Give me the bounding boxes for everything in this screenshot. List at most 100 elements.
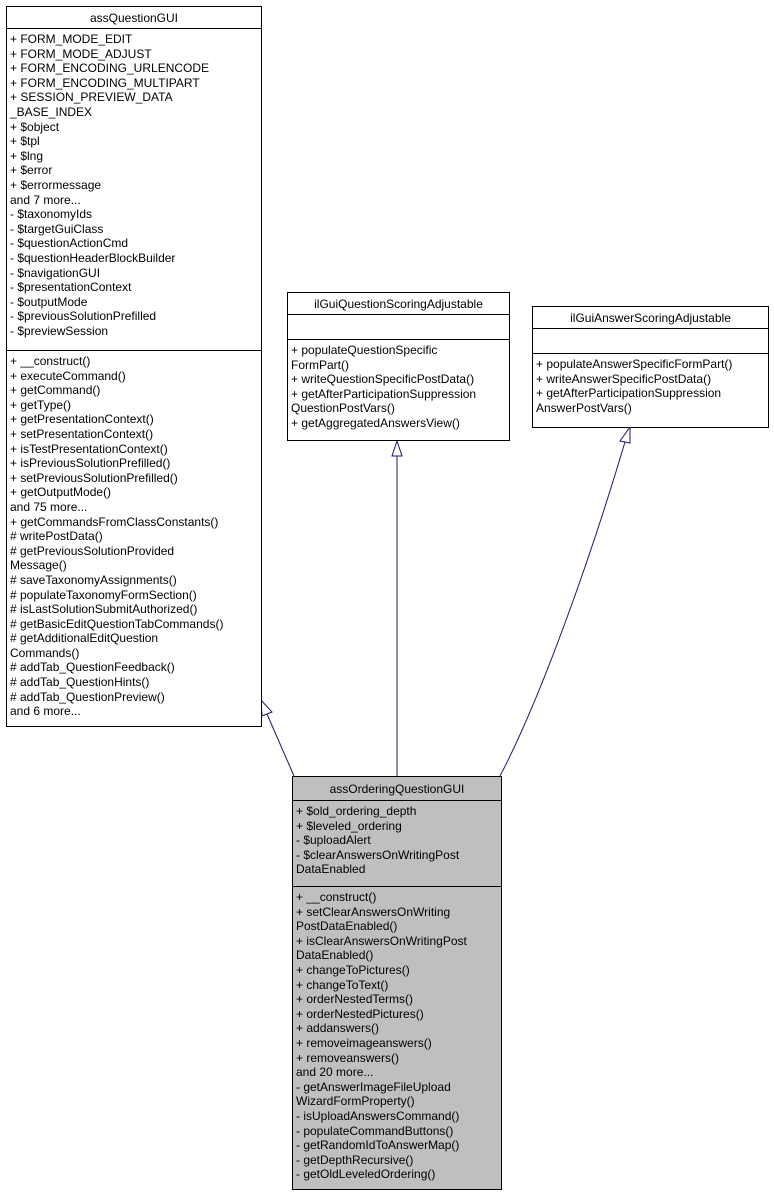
member[interactable]: + SESSION_PREVIEW_DATA [10, 90, 173, 105]
member[interactable]: + getAfterParticipationSuppression [536, 386, 722, 401]
member[interactable]: + $old_ordering_depth [296, 804, 417, 818]
member[interactable]: + setClearAnswersOnWriting [296, 904, 451, 919]
member[interactable]: FormPart() [291, 357, 349, 372]
methods: + __construct()+ setClearAnswersOnWritin… [293, 886, 501, 1182]
class-name: assQuestionGUI [7, 7, 261, 29]
methods: + __construct()+ executeCommand()+ getCo… [7, 350, 261, 719]
member[interactable]: + getCommand() [10, 383, 101, 398]
member[interactable]: # getAdditionalEditQuestion [10, 631, 159, 646]
member[interactable]: + $error [10, 163, 53, 178]
member[interactable]: and 20 more... [296, 1065, 374, 1080]
member[interactable]: + removeanswers() [296, 1050, 400, 1065]
member[interactable]: # addTab_QuestionPreview() [10, 689, 165, 704]
member[interactable]: and 6 more... [10, 704, 81, 719]
member[interactable]: - getDepthRecursive() [296, 1152, 414, 1167]
attributes: + $old_ordering_depth+ $leveled_ordering… [293, 801, 501, 886]
class-assQuestionGUI[interactable]: assQuestionGUI + FORM_MODE_EDIT+ FORM_MO… [6, 6, 262, 727]
member[interactable]: - $previewSession [10, 323, 109, 338]
member[interactable]: + getAfterParticipationSuppression [291, 386, 477, 401]
member[interactable]: + $leveled_ordering [296, 818, 402, 833]
member[interactable]: + FORM_ENCODING_MULTIPART [10, 75, 200, 90]
member[interactable]: Commands() [10, 645, 80, 660]
member[interactable]: + isClearAnswersOnWritingPost [296, 933, 467, 948]
member[interactable]: - $questionHeaderBlockBuilder [10, 250, 176, 265]
member[interactable]: - getOldLeveledOrdering() [296, 1167, 436, 1182]
member[interactable]: + FORM_MODE_EDIT [10, 32, 133, 46]
member[interactable]: # populateTaxonomyFormSection() [10, 587, 197, 602]
member[interactable]: - populateCommandButtons() [296, 1123, 454, 1138]
member[interactable]: AnswerPostVars() [536, 400, 632, 415]
member[interactable]: - $taxonomyIds [10, 207, 93, 222]
member[interactable]: + FORM_ENCODING_URLENCODE [10, 61, 210, 76]
class-name: ilGuiAnswerScoringAdjustable [533, 307, 768, 329]
member[interactable]: - getAnswerImageFileUpload [296, 1079, 451, 1094]
member[interactable]: - $navigationGUI [10, 265, 101, 280]
member[interactable]: and 7 more... [10, 192, 81, 207]
methods: + populateAnswerSpecificFormPart()+ writ… [533, 353, 768, 415]
member[interactable]: + populateQuestionSpecific [291, 343, 438, 357]
member[interactable]: # isLastSolutionSubmitAuthorized() [10, 602, 198, 617]
member[interactable]: + FORM_MODE_ADJUST [10, 46, 152, 61]
member[interactable]: QuestionPostVars() [291, 401, 395, 416]
member[interactable]: + isTestPresentationContext() [10, 441, 168, 456]
member[interactable]: - $targetGuiClass [10, 221, 104, 236]
member[interactable]: # addTab_QuestionHints() [10, 675, 150, 690]
member[interactable]: + setPreviousSolutionPrefilled() [10, 470, 178, 485]
member[interactable]: - $clearAnswersOnWritingPost [296, 847, 460, 862]
arrowhead-ilGuiAnswerScoringAdjustable [619, 425, 631, 444]
member[interactable]: + $object [10, 119, 60, 134]
member[interactable]: + getOutputMode() [10, 485, 112, 500]
member[interactable]: + populateAnswerSpecificFormPart() [536, 357, 733, 371]
member[interactable]: DataEnabled [296, 862, 366, 877]
member[interactable]: - $questionActionCmd [10, 236, 129, 251]
class-ilGuiAnswerScoringAdjustable[interactable]: ilGuiAnswerScoringAdjustable + populateA… [532, 306, 769, 428]
member[interactable]: and 75 more... [10, 499, 88, 514]
arrowhead-assQuestionGUI [260, 698, 273, 717]
member[interactable]: + writeQuestionSpecificPostData() [291, 372, 475, 387]
member[interactable]: + getCommandsFromClassConstants() [10, 514, 219, 529]
attributes [533, 329, 768, 353]
member[interactable]: + getPresentationContext() [10, 412, 154, 427]
edge-to-assQuestionGUI [266, 713, 295, 777]
member[interactable]: DataEnabled() [296, 948, 374, 963]
member[interactable]: - $previousSolutionPrefilled [10, 309, 157, 324]
class-assOrderingQuestionGUI[interactable]: assOrderingQuestionGUI + $old_ordering_d… [292, 776, 502, 1190]
member[interactable]: WizardFormProperty() [296, 1094, 415, 1109]
member[interactable]: + setPresentationContext() [10, 426, 154, 441]
member[interactable]: Message() [10, 558, 67, 573]
member[interactable]: # getBasicEditQuestionTabCommands() [10, 616, 224, 631]
attributes: + FORM_MODE_EDIT+ FORM_MODE_ADJUST+ FORM… [7, 29, 261, 350]
member[interactable]: + removeimageanswers() [296, 1035, 432, 1050]
member[interactable]: + addanswers() [296, 1021, 380, 1036]
member[interactable]: # getPreviousSolutionProvided [10, 543, 175, 558]
member[interactable]: + changeToText() [296, 977, 389, 992]
member[interactable]: PostDataEnabled() [296, 919, 398, 934]
member[interactable]: + __construct() [10, 354, 91, 368]
member[interactable]: + $lng [10, 148, 44, 163]
class-name: assOrderingQuestionGUI [293, 777, 501, 801]
member[interactable]: - $presentationContext [10, 280, 132, 295]
member[interactable]: # addTab_QuestionFeedback() [10, 660, 175, 675]
member[interactable]: + __construct() [296, 890, 377, 904]
member[interactable]: # writePostData() [10, 529, 103, 544]
member[interactable]: + getAggregatedAnswersView() [291, 415, 460, 430]
member[interactable]: + executeCommand() [10, 368, 126, 383]
member[interactable]: - $uploadAlert [296, 833, 371, 848]
arrowhead-ilGuiQuestionScoringAdjustable [391, 439, 403, 457]
member[interactable]: + getType() [10, 397, 72, 412]
member[interactable]: # saveTaxonomyAssignments() [10, 572, 177, 587]
member[interactable]: - isUploadAnswersCommand() [296, 1108, 460, 1123]
member[interactable]: - $outputMode [10, 294, 88, 309]
class-ilGuiQuestionScoringAdjustable[interactable]: ilGuiQuestionScoringAdjustable + populat… [287, 292, 510, 441]
member[interactable]: + changeToPictures() [296, 962, 410, 977]
member[interactable]: + writeAnswerSpecificPostData() [536, 371, 712, 386]
member[interactable]: _BASE_INDEX [10, 104, 93, 119]
member[interactable]: + isPreviousSolutionPrefilled() [10, 456, 171, 471]
member[interactable]: - getRandomIdToAnswerMap() [296, 1138, 460, 1153]
member[interactable]: + $tpl [10, 134, 40, 149]
member[interactable]: + orderNestedTerms() [296, 992, 414, 1007]
member[interactable]: + orderNestedPictures() [296, 1006, 424, 1021]
edge-to-ilGuiAnswerScoringAdjustable [499, 441, 626, 777]
member[interactable]: + $errormessage [10, 177, 102, 192]
